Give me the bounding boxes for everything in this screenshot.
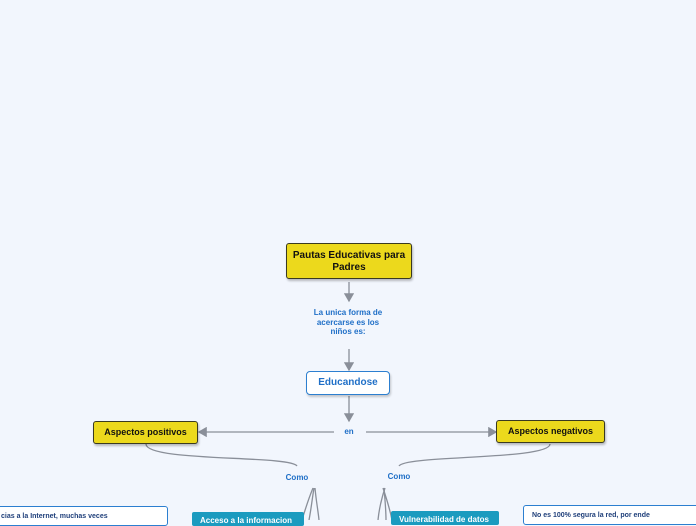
topic-right[interactable]: Vulnerabilidad de datos [391, 511, 499, 525]
negative-node[interactable]: Aspectos negativos [496, 420, 605, 443]
connector-como-left-c [314, 487, 320, 520]
como-right-label: Como [382, 472, 416, 482]
connector-como-left-b [308, 487, 315, 520]
main-node-label: Educandose [318, 377, 378, 388]
positive-node-label: Aspectos positivos [104, 427, 187, 437]
main-node[interactable]: Educandose [306, 371, 390, 395]
connector-positive-como [145, 443, 298, 467]
como-right-text: Como [387, 472, 411, 481]
en-label-text: en [344, 427, 354, 436]
note-right[interactable]: No es 100% segura la red, por ende [523, 505, 696, 525]
negative-node-label: Aspectos negativos [507, 426, 594, 436]
connector-como-right-b [383, 487, 387, 520]
como-left-text: Como [285, 473, 309, 482]
connection-label-text: La unica forma de acercarse es los niños… [313, 308, 383, 336]
note-left[interactable]: cias a la Internet, muchas veces [0, 506, 168, 526]
como-left-label: Como [280, 473, 314, 483]
topic-left[interactable]: Acceso a la informacion [192, 512, 304, 526]
connector-negative-como [398, 443, 551, 467]
root-node-label: Pautas Educativas para Padres [292, 250, 406, 273]
connector-como-right-c [377, 487, 386, 520]
topic-left-text: Acceso a la informacion [200, 516, 293, 525]
note-left-text: cias a la Internet, muchas veces [1, 513, 108, 520]
note-right-text: No es 100% segura la red, por ende [532, 512, 650, 519]
en-label: en [334, 427, 364, 437]
connection-label: La unica forma de acercarse es los niños… [308, 308, 388, 337]
positive-node[interactable]: Aspectos positivos [93, 421, 198, 444]
root-node[interactable]: Pautas Educativas para Padres [286, 243, 412, 279]
